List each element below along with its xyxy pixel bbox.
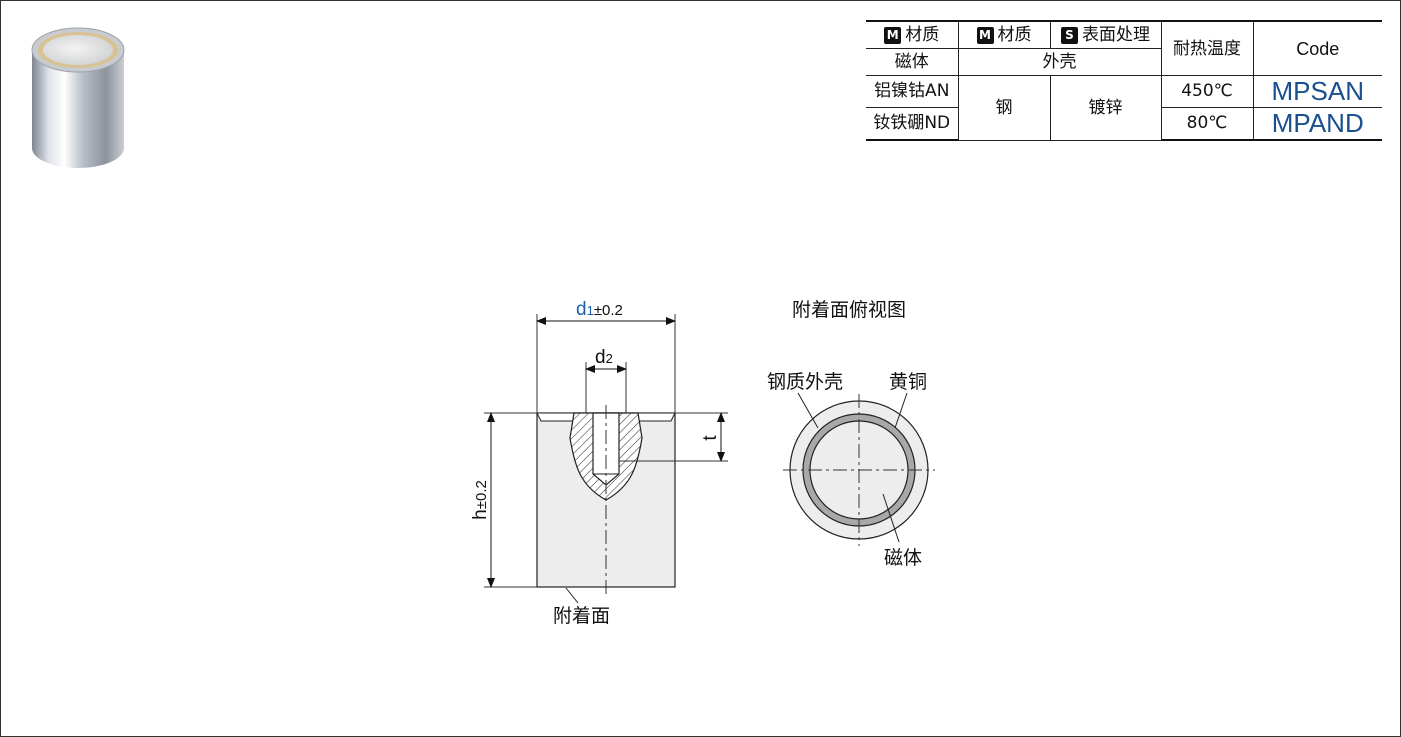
steel-shell-leader — [797, 392, 819, 429]
d2-label: d2 — [595, 347, 613, 368]
magnet-cell: 铝镍钴AN — [866, 75, 959, 108]
brass-label: 黄铜 — [889, 371, 927, 393]
product-photo — [31, 27, 125, 168]
material-badge-icon: M — [884, 27, 902, 44]
h-dimension: h±0.2 — [470, 412, 537, 588]
header-code: Code — [1252, 20, 1382, 76]
attach-face-leader — [565, 587, 579, 604]
magnet-cell: 钕铁硼ND — [866, 107, 959, 141]
d1-label: d1±0.2 — [576, 299, 623, 320]
temp-cell: 450℃ — [1160, 75, 1254, 108]
surface-cell: 镀锌 — [1049, 75, 1162, 141]
subheader-shell: 外壳 — [957, 48, 1162, 76]
t-label: t — [700, 435, 721, 441]
magnet-label: 磁体 — [884, 547, 922, 569]
header-heat-resistance: 耐热温度 — [1160, 20, 1254, 76]
top-view — [783, 394, 935, 546]
attach-face-label: 附着面 — [553, 605, 610, 627]
top-view-title: 附着面俯视图 — [792, 299, 906, 321]
t-dimension: t — [619, 412, 728, 462]
section-view — [536, 405, 676, 595]
code-link-mpand[interactable]: MPAND — [1252, 107, 1382, 141]
surface-badge-icon: S — [1061, 27, 1078, 44]
d1-dimension: d1±0.2 — [536, 299, 676, 413]
code-link-mpsan[interactable]: MPSAN — [1252, 75, 1382, 108]
table-row: 铝镍钴AN 钢 镀锌 450℃ MPSAN — [866, 75, 1382, 141]
h-label: h±0.2 — [470, 480, 491, 520]
d2-dimension: d2 — [585, 347, 627, 413]
subheader-magnet: 磁体 — [866, 48, 959, 76]
temp-cell: 80℃ — [1160, 107, 1254, 141]
shell-material-cell: 钢 — [957, 75, 1051, 141]
table-row: 钕铁硼ND 80℃ MPAND — [866, 107, 1382, 141]
brass-leader — [894, 392, 908, 429]
material-badge-icon: M — [976, 27, 994, 44]
magnet-leader — [882, 493, 900, 543]
steel-shell-label: 钢质外壳 — [767, 371, 843, 393]
